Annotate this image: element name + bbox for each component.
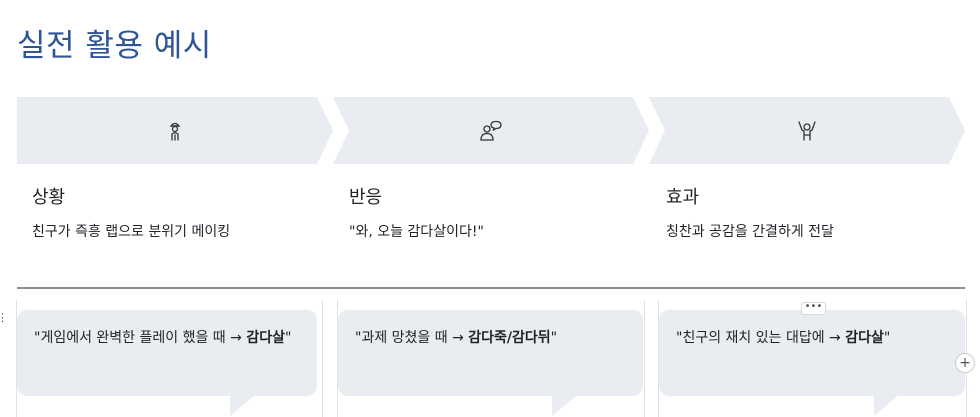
example-bubble: "과제 망쳤을 때 → 감다죽/감다뒤"	[338, 310, 643, 396]
bubble-tail	[552, 396, 576, 416]
cheering-person-icon	[794, 118, 820, 144]
example-quote-end: "	[284, 330, 292, 346]
step-description: "와, 오늘 감다살이다!"	[349, 224, 484, 240]
example-keyword: 감다살	[845, 330, 884, 346]
bubble-tail	[230, 396, 254, 416]
step-heading: 반응	[349, 187, 383, 208]
example-text: "친구의 재치 있는 대답에 →	[676, 330, 846, 346]
example-bubble: "친구의 재치 있는 대답에 → 감다살"	[659, 310, 965, 396]
column-separator	[16, 300, 17, 417]
example-text: "과제 망쳤을 때 →	[355, 330, 469, 346]
person-with-cap-icon	[162, 118, 188, 144]
column-separator	[644, 300, 645, 417]
step-heading: 상황	[32, 187, 66, 208]
step-chevron-effect	[649, 97, 965, 164]
add-column-button[interactable]: +	[955, 353, 975, 373]
step-chevron-situation	[17, 97, 333, 164]
section-divider	[17, 287, 965, 289]
page-title: 실전 활용 예시	[17, 28, 212, 64]
example-keyword: 감다살	[246, 330, 285, 346]
column-separator	[658, 300, 659, 417]
bubble-tail	[874, 396, 898, 416]
step-description: 칭찬과 공감을 간결하게 전달	[666, 224, 834, 240]
example-keyword: 감다죽/감다뒤	[468, 330, 551, 346]
column-separator	[322, 300, 323, 417]
more-options-button[interactable]: •••	[801, 302, 826, 315]
example-bubble: "게임에서 완벽한 플레이 했을 때 → 감다살"	[17, 310, 317, 396]
example-text: "게임에서 완벽한 플레이 했을 때 →	[34, 330, 247, 346]
example-quote-end: "	[883, 330, 891, 346]
step-chevron-reaction	[333, 97, 649, 164]
step-description: 친구가 즉흥 랩으로 분위기 메이킹	[32, 224, 231, 240]
example-quote-end: "	[550, 330, 558, 346]
block-handle-icon[interactable]: ⋮	[0, 311, 8, 324]
step-heading: 효과	[666, 187, 700, 208]
column-separator	[337, 300, 338, 417]
chat-bubbles-icon	[478, 118, 504, 144]
